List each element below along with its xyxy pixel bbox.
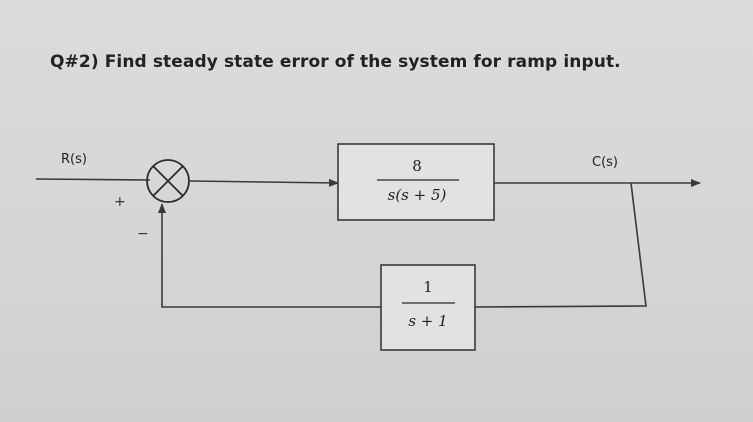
input-label: R(s)	[61, 152, 87, 167]
feedback-return-line	[158, 203, 381, 308]
question-text: Q#2) Find steady state error of the syst…	[50, 52, 621, 72]
feedback-block-denominator: s + 1	[408, 312, 447, 330]
minus-sign: −	[137, 226, 149, 242]
forward-block-denominator: s(s + 5)	[388, 186, 447, 204]
error-signal-line	[189, 178, 339, 187]
forward-block: 8 s(s + 5)	[337, 143, 495, 221]
summing-junction	[146, 159, 190, 203]
forward-block-numerator: 8	[412, 157, 422, 175]
feedback-block: 1 s + 1	[380, 264, 476, 351]
output-label: C(s)	[592, 155, 618, 170]
plus-sign: +	[114, 194, 126, 210]
feedback-block-numerator: 1	[423, 278, 433, 296]
input-signal-line	[35, 178, 151, 181]
output-tap-line	[474, 182, 647, 308]
